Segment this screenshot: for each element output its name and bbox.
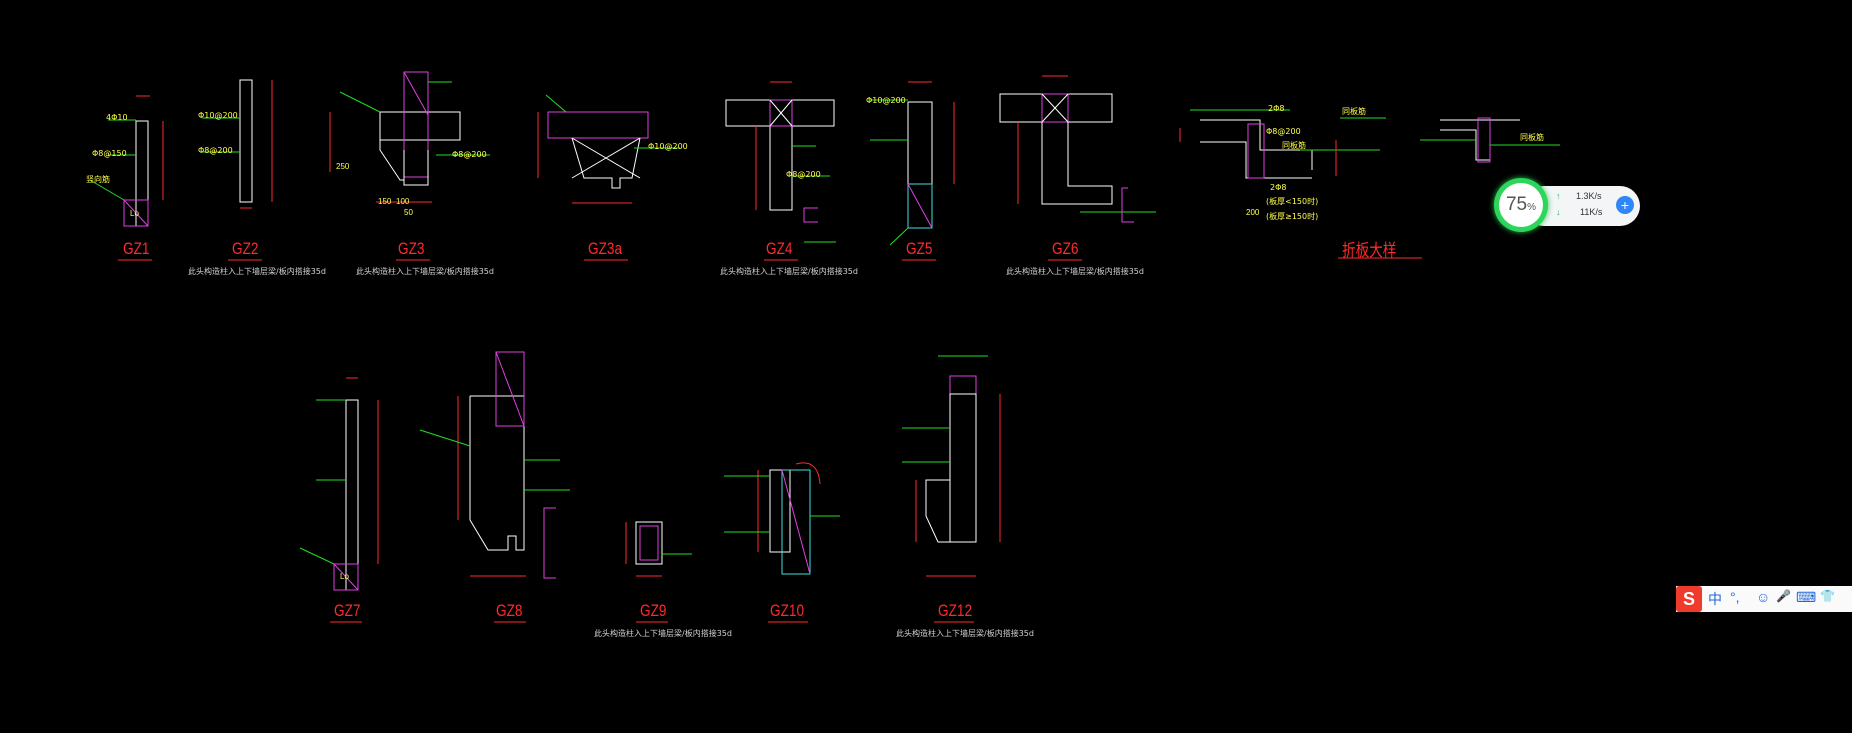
anno-gz1-stirrup: Φ8@150 xyxy=(92,149,127,158)
emoji-icon[interactable]: ☺ xyxy=(1756,589,1771,605)
note-gz9: 此头构造柱入上下墙层梁/板内搭接35d xyxy=(594,629,732,638)
gz12-section xyxy=(902,355,1001,577)
label-gz10: GZ10 xyxy=(770,601,805,620)
plus-icon[interactable]: + xyxy=(1616,196,1634,214)
gz9-section xyxy=(625,521,692,577)
dim-100: 100 xyxy=(396,197,410,206)
upload-arrow-icon: ↑ xyxy=(1556,191,1561,201)
anno-gz1-vertical: 竖向筋 xyxy=(86,175,110,184)
label-gz2: GZ2 xyxy=(232,239,259,258)
download-arrow-icon: ↓ xyxy=(1556,207,1561,217)
gz7-section xyxy=(299,377,379,591)
label-gz8: GZ8 xyxy=(496,601,523,620)
anno-gz3: Φ8@200 xyxy=(452,150,487,159)
dim-250: 250 xyxy=(336,162,350,171)
note-gz12: 此头构造柱入上下墙层梁/板内搭接35d xyxy=(896,629,1034,638)
note-gz6: 此头构造柱入上下墙层梁/板内搭接35d xyxy=(1006,267,1144,276)
sogou-logo-icon[interactable]: S xyxy=(1676,586,1702,612)
label-gz7: GZ7 xyxy=(334,601,361,620)
voice-icon[interactable]: 🎤 xyxy=(1776,589,1791,603)
dim-200: 200 xyxy=(1246,208,1260,217)
note-gz4: 此头构造柱入上下墙层梁/板内搭接35d xyxy=(720,267,858,276)
label-gz1: GZ1 xyxy=(123,239,150,258)
anno-gz3a: Φ10@200 xyxy=(648,142,688,151)
anno-gz2-bot: Φ8@200 xyxy=(198,146,233,155)
download-speed: 11K/s xyxy=(1580,207,1603,217)
memory-percent: 75% xyxy=(1499,183,1543,227)
anno-fold-2a: 2Φ8 xyxy=(1268,104,1285,113)
label-gz6: GZ6 xyxy=(1052,239,1079,258)
language-toggle[interactable]: 中 xyxy=(1708,591,1722,607)
lo-gz1: Lo xyxy=(130,209,139,218)
label-gz9: GZ9 xyxy=(640,601,667,620)
anno-fold-h: 同板筋 xyxy=(1520,133,1544,142)
gz6-section xyxy=(999,75,1156,223)
gz1-section xyxy=(89,95,164,227)
gz10-section xyxy=(724,462,840,575)
anno-fold-e: (板厚<150时) xyxy=(1266,197,1319,206)
dim-50: 50 xyxy=(404,208,413,217)
upload-speed: 1.3K/s xyxy=(1576,191,1602,201)
label-gz3: GZ3 xyxy=(398,239,425,258)
speed-ring[interactable]: 75% xyxy=(1494,178,1548,232)
gz2-section xyxy=(202,79,273,209)
label-gz5: GZ5 xyxy=(906,239,933,258)
anno-gz1-bars: 4Φ10 xyxy=(106,113,128,122)
dim-150: 150 xyxy=(378,197,392,206)
ime-toolbar[interactable]: S 中 °, ☺ 🎤 ⌨ 👕 xyxy=(1676,586,1852,612)
anno-fold-d: 2Φ8 xyxy=(1270,183,1287,192)
label-gz12: GZ12 xyxy=(938,601,973,620)
gz8-section xyxy=(419,351,570,579)
anno-gz5: Φ10@200 xyxy=(866,96,906,105)
label-gz4: GZ4 xyxy=(766,239,793,258)
note-gz3: 此头构造柱入上下墙层梁/板内搭接35d xyxy=(356,267,494,276)
gz5-section xyxy=(870,81,955,246)
anno-gz4: Φ8@200 xyxy=(786,170,821,179)
lo-gz7: Lo xyxy=(340,572,349,581)
anno-fold-b: Φ8@200 xyxy=(1266,127,1301,136)
anno-fold-g: 同板筋 xyxy=(1342,107,1366,116)
fold-detail xyxy=(1179,109,1560,259)
anno-gz2-top: Φ10@200 xyxy=(198,111,238,120)
anno-fold-c: 同板筋 xyxy=(1282,141,1306,150)
gz3-section xyxy=(329,71,490,203)
label-gz3a: GZ3a xyxy=(588,239,623,258)
note-gz2: 此头构造柱入上下墙层梁/板内搭接35d xyxy=(188,267,326,276)
gz4-section xyxy=(725,81,836,243)
label-underlines xyxy=(118,259,1082,623)
gz3a-section xyxy=(537,94,680,204)
punctuation-toggle[interactable]: °, xyxy=(1730,589,1740,605)
skin-icon[interactable]: 👕 xyxy=(1820,589,1835,603)
keyboard-icon[interactable]: ⌨ xyxy=(1796,589,1817,605)
anno-fold-f: (板厚≥150时) xyxy=(1266,212,1319,221)
label-fold-detail: 折板大样 xyxy=(1342,241,1397,260)
network-speed-widget[interactable]: 75% ↑ 1.3K/s ↓ 11K/s + xyxy=(1494,178,1640,232)
